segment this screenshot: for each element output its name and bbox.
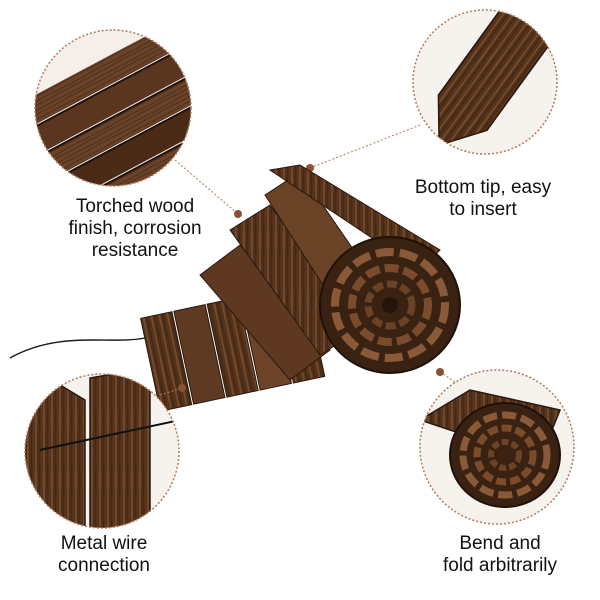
caption-bend-fold: Bend and fold arbitrarily xyxy=(405,533,595,577)
callout-metal-wire xyxy=(24,373,180,529)
caption-line: Bottom tip, easy xyxy=(414,177,552,198)
caption-torched-wood: Torched wood finish, corrosion resistanc… xyxy=(40,196,230,262)
caption-line: fold arbitrarily xyxy=(442,555,558,576)
callout-bottom-tip xyxy=(412,9,558,155)
callout-dot-tl xyxy=(234,210,242,218)
callout-line-tl xyxy=(174,159,239,215)
callout-dot-bl xyxy=(178,384,186,392)
caption-line: Bend and xyxy=(459,533,541,554)
callout-dot-br xyxy=(436,368,444,376)
rolled-wood-fence xyxy=(9,164,461,412)
caption-line: to insert xyxy=(449,199,517,220)
caption-line: resistance xyxy=(91,240,179,261)
caption-metal-wire: Metal wire connection xyxy=(14,533,194,577)
caption-line: Torched wood xyxy=(75,196,195,217)
callout-bend-fold xyxy=(419,369,575,525)
caption-bottom-tip: Bottom tip, easy to insert xyxy=(388,177,578,221)
caption-line: connection xyxy=(58,555,150,576)
caption-line: Metal wire xyxy=(60,533,148,554)
caption-line: finish, corrosion xyxy=(68,218,202,239)
callout-torched-wood xyxy=(34,29,192,187)
callout-line-tr xyxy=(309,124,421,169)
